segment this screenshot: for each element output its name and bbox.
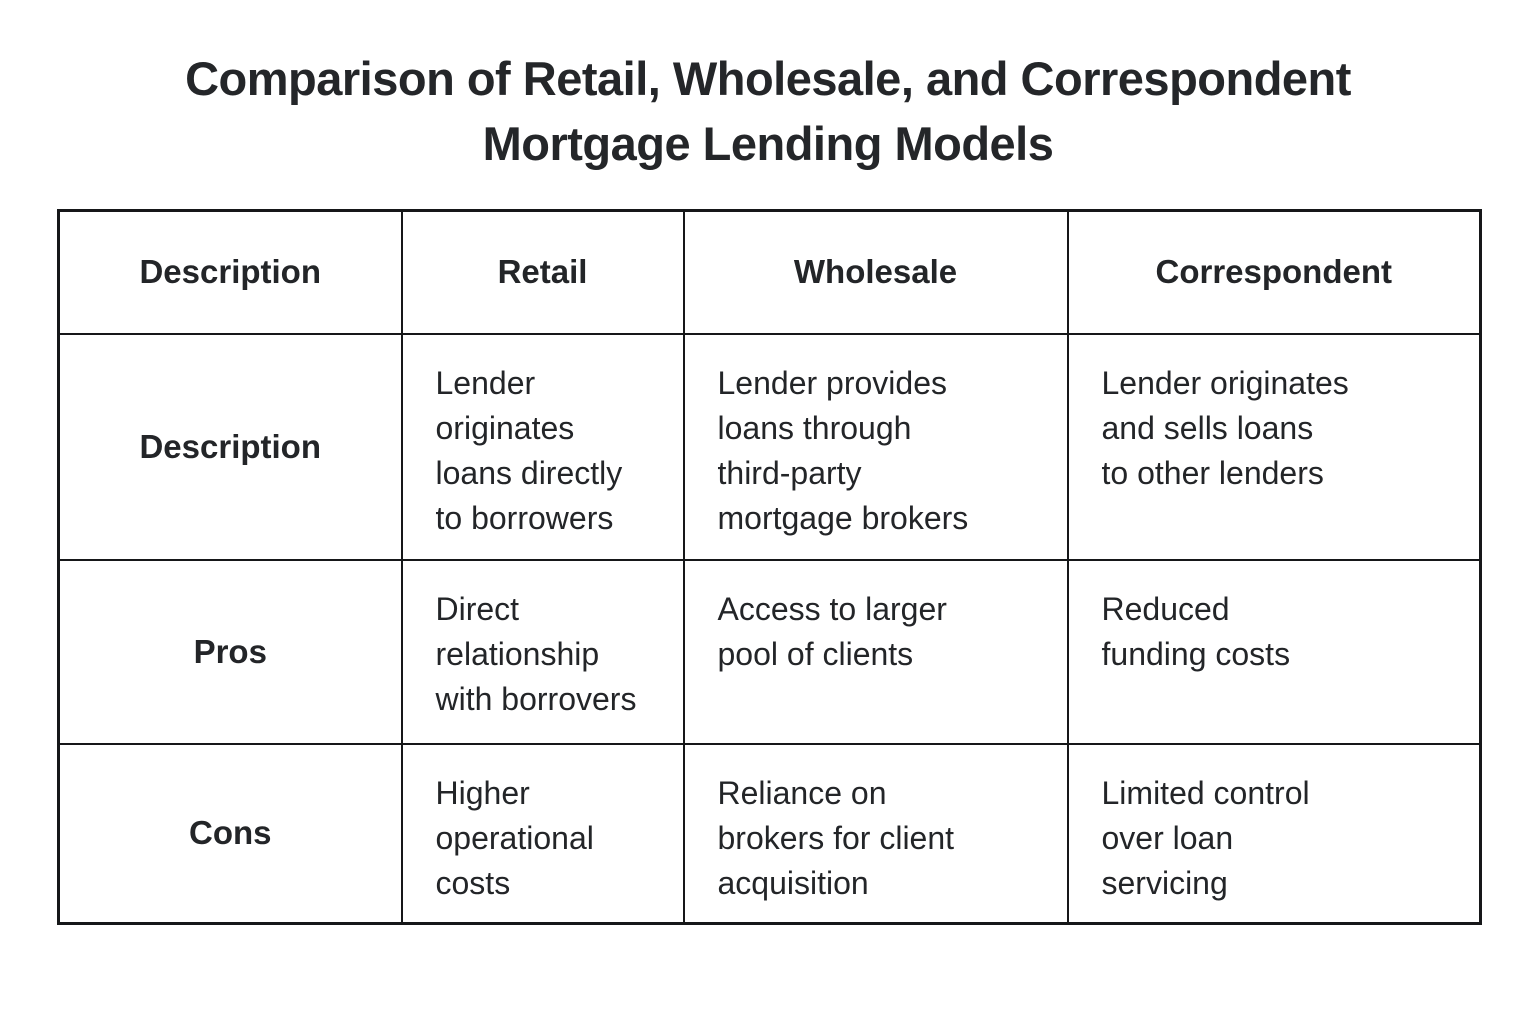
- row-label-description: Description: [57, 332, 403, 561]
- column-header-description: Description: [57, 209, 403, 335]
- column-header-wholesale: Wholesale: [682, 209, 1069, 335]
- cell-pros-correspondent: Reduced funding costs: [1066, 558, 1482, 745]
- table-header-row: Description Retail Wholesale Corresponde…: [57, 209, 1482, 335]
- cell-description-correspondent: Lender originates and sells loans to oth…: [1066, 332, 1482, 561]
- column-header-correspondent: Correspondent: [1066, 209, 1482, 335]
- cell-cons-retail: Higher operational costs: [400, 742, 685, 925]
- comparison-table: Description Retail Wholesale Corresponde…: [57, 209, 1482, 925]
- row-label-pros: Pros: [57, 558, 403, 745]
- row-label-cons: Cons: [57, 742, 403, 925]
- cell-description-wholesale: Lender provides loans through third-part…: [682, 332, 1069, 561]
- table-row-pros: Pros Direct relationship with borrovers …: [57, 558, 1482, 745]
- cell-pros-wholesale: Access to larger pool of clients: [682, 558, 1069, 745]
- page-title: Comparison of Retail, Wholesale, and Cor…: [185, 52, 1351, 170]
- cell-pros-retail: Direct relationship with borrovers: [400, 558, 685, 745]
- table-row-description: Description Lender originates loans dire…: [57, 332, 1482, 561]
- column-header-retail: Retail: [400, 209, 685, 335]
- cell-description-retail: Lender originates loans directly to borr…: [400, 332, 685, 561]
- cell-cons-correspondent: Limited control over loan servicing: [1066, 742, 1482, 925]
- table-row-cons: Cons Higher operational costs Reliance o…: [57, 742, 1482, 925]
- cell-cons-wholesale: Reliance on brokers for client acquisiti…: [682, 742, 1069, 925]
